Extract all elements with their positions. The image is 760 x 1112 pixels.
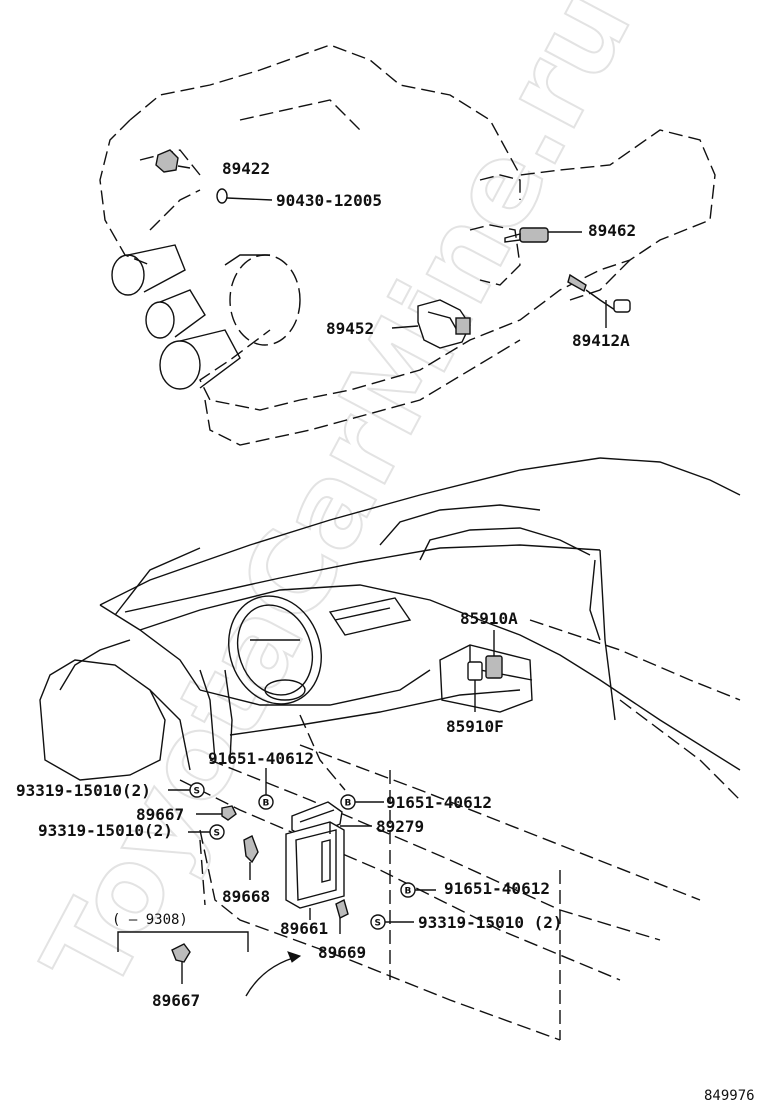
label-85910f: 85910F [446,717,504,736]
label-85910a: 85910A [460,609,518,628]
inset-range-label: ( – 9308) [112,912,188,928]
label-89462: 89462 [588,221,636,240]
label-91651-40612-low: 91651-40612 [444,879,550,898]
label-89412a: 89412A [572,331,630,350]
svg-text:S: S [194,787,200,797]
bolt-badge-3: B [400,882,416,898]
relay-85910-box [439,630,533,713]
bracket-89668-icon [243,835,259,864]
sensor-89452-icon [391,299,471,349]
screw-badge-3: S [370,914,386,930]
svg-text:S: S [375,919,381,929]
ecu-89661-icon [285,821,345,909]
sensor-89462-icon [504,227,582,243]
engine-transmission-outline [99,44,716,446]
inset-variant: ( – 9308) 89667 [112,912,302,1010]
svg-text:B: B [263,799,270,809]
sensor-89422-icon [155,149,191,173]
label-89661: 89661 [280,919,328,938]
screw-badge-1: S [189,782,205,798]
label-89668: 89668 [222,887,270,906]
bolt-badge-2: B [340,794,356,810]
svg-text:B: B [405,887,412,897]
label-89669: 89669 [318,943,366,962]
svg-text:S: S [214,829,220,839]
label-89667: 89667 [136,805,184,824]
label-93319-15010-c: 93319-15010 (2) [418,913,563,932]
clip-89669-icon [335,898,349,920]
label-91651-40612-mid: 91651-40612 [386,793,492,812]
vehicle-body-outline [39,457,741,1041]
clip-89667-inset-icon [171,943,191,963]
label-89279: 89279 [376,817,424,836]
label-93319-15010-a: 93319-15010(2) [16,781,151,800]
label-89422: 89422 [222,159,270,178]
bolt-badge-1: B [258,794,274,810]
screw-badge-2: S [209,824,225,840]
label-93319-15010-b: 93319-15010(2) [38,821,173,840]
sensor-89412a-icon [567,273,631,328]
label-91651-40612-top: 91651-40612 [208,749,314,768]
label-90430-12005: 90430-12005 [276,191,382,210]
gasket-90430-icon [216,188,228,204]
svg-text:B: B [345,799,352,809]
label-89667-inset: 89667 [152,991,200,1010]
label-89452: 89452 [326,319,374,338]
diagram-id: 849976 [704,1088,755,1104]
